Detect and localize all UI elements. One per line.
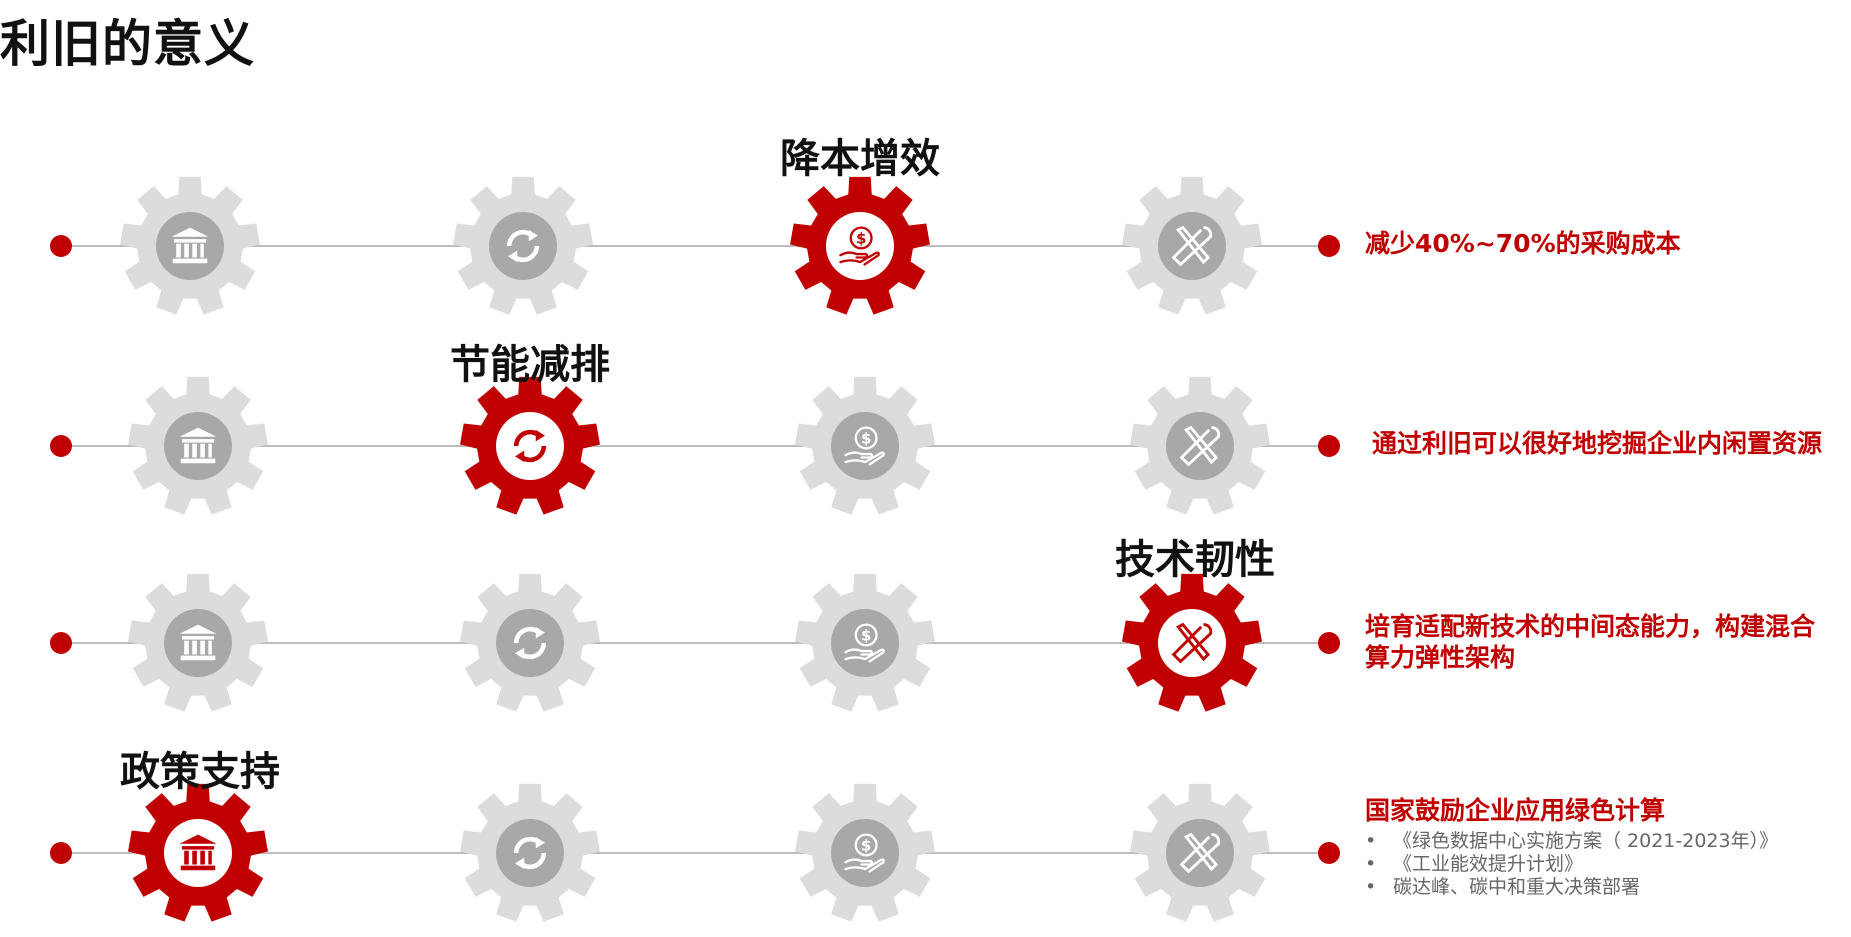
row-description: 培育适配新技术的中间态能力，构建混合算力弹性架构 bbox=[1365, 612, 1816, 672]
bank-icon bbox=[164, 819, 232, 887]
tools-icon bbox=[1166, 412, 1234, 480]
gear-tools[interactable] bbox=[1122, 573, 1262, 713]
timeline-line bbox=[60, 445, 1330, 447]
row-description: 国家鼓励企业应用绿色计算 bbox=[1365, 796, 1666, 825]
timeline-end-dot bbox=[1318, 632, 1340, 654]
gear-recycle[interactable] bbox=[453, 176, 593, 316]
gear-money-hand[interactable]: $ bbox=[795, 783, 935, 923]
tools-icon bbox=[1158, 609, 1226, 677]
timeline-start-dot bbox=[50, 842, 72, 864]
gear-money-hand[interactable]: $ bbox=[795, 573, 935, 713]
policy-bullet: 《工业能效提升计划》 bbox=[1365, 853, 1778, 876]
timeline-start-dot bbox=[50, 632, 72, 654]
gear-bank[interactable] bbox=[120, 176, 260, 316]
timeline-start-dot bbox=[50, 435, 72, 457]
tools-icon bbox=[1158, 212, 1226, 280]
money-hand-icon: $ bbox=[831, 819, 899, 887]
recycle-icon bbox=[489, 212, 557, 280]
money-hand-icon: $ bbox=[826, 212, 894, 280]
tools-icon bbox=[1166, 819, 1234, 887]
gear-recycle[interactable] bbox=[460, 573, 600, 713]
timeline-end-dot bbox=[1318, 235, 1340, 257]
gear-tools[interactable] bbox=[1130, 783, 1270, 923]
svg-text:$: $ bbox=[861, 837, 871, 855]
row-cost-reduction: $ 降本增效 减少40%~70%的采购成本 bbox=[0, 136, 1851, 330]
gear-money-hand[interactable]: $ bbox=[790, 176, 930, 316]
timeline-end-dot bbox=[1318, 435, 1340, 457]
recycle-icon bbox=[496, 412, 564, 480]
timeline-line bbox=[60, 642, 1330, 644]
timeline-line bbox=[60, 852, 1330, 854]
policy-bullet-list: 《绿色数据中心实施方案（ 2021-2023年）》 《工业能效提升计划》 碳达峰… bbox=[1365, 830, 1778, 899]
active-gear-label: 政策支持 bbox=[120, 749, 280, 795]
gear-bank[interactable] bbox=[128, 783, 268, 923]
bank-icon bbox=[164, 609, 232, 677]
gear-tools[interactable] bbox=[1130, 376, 1270, 516]
recycle-icon bbox=[496, 819, 564, 887]
gear-recycle[interactable] bbox=[460, 783, 600, 923]
recycle-icon bbox=[496, 609, 564, 677]
money-hand-icon: $ bbox=[831, 412, 899, 480]
bank-icon bbox=[156, 212, 224, 280]
gear-bank[interactable] bbox=[128, 573, 268, 713]
timeline-start-dot bbox=[50, 235, 72, 257]
policy-bullet: 《绿色数据中心实施方案（ 2021-2023年）》 bbox=[1365, 830, 1778, 853]
active-gear-label: 技术韧性 bbox=[1115, 537, 1275, 583]
svg-text:$: $ bbox=[856, 230, 866, 248]
timeline-end-dot bbox=[1318, 842, 1340, 864]
money-hand-icon: $ bbox=[831, 609, 899, 677]
gear-money-hand[interactable]: $ bbox=[795, 376, 935, 516]
policy-bullet: 碳达峰、碳中和重大决策部署 bbox=[1365, 876, 1778, 899]
timeline-line bbox=[60, 245, 1330, 247]
active-gear-label: 节能减排 bbox=[450, 342, 610, 388]
gear-bank[interactable] bbox=[128, 376, 268, 516]
gear-tools[interactable] bbox=[1122, 176, 1262, 316]
row-energy-saving: $ 节能减排 通过利旧可以很好地挖掘企业内闲置资源 bbox=[0, 342, 1851, 530]
active-gear-label: 降本增效 bbox=[780, 136, 940, 182]
bank-icon bbox=[164, 412, 232, 480]
row-description: 通过利旧可以很好地挖掘企业内闲置资源 bbox=[1372, 429, 1823, 458]
row-tech-resilience: $ 技术韧性 培育适配新技术的中间态能力，构建混合算力弹性架构 bbox=[0, 537, 1851, 727]
row-description: 减少40%~70%的采购成本 bbox=[1365, 229, 1681, 258]
page-title: 利旧的意义 bbox=[0, 15, 255, 73]
row-policy-support: $ 政策支持 国家鼓励企业应用绿色计算 《绿色数据中心实施方案（ 2021-20… bbox=[0, 749, 1851, 937]
svg-text:$: $ bbox=[861, 430, 871, 448]
gear-recycle[interactable] bbox=[460, 376, 600, 516]
svg-text:$: $ bbox=[861, 627, 871, 645]
